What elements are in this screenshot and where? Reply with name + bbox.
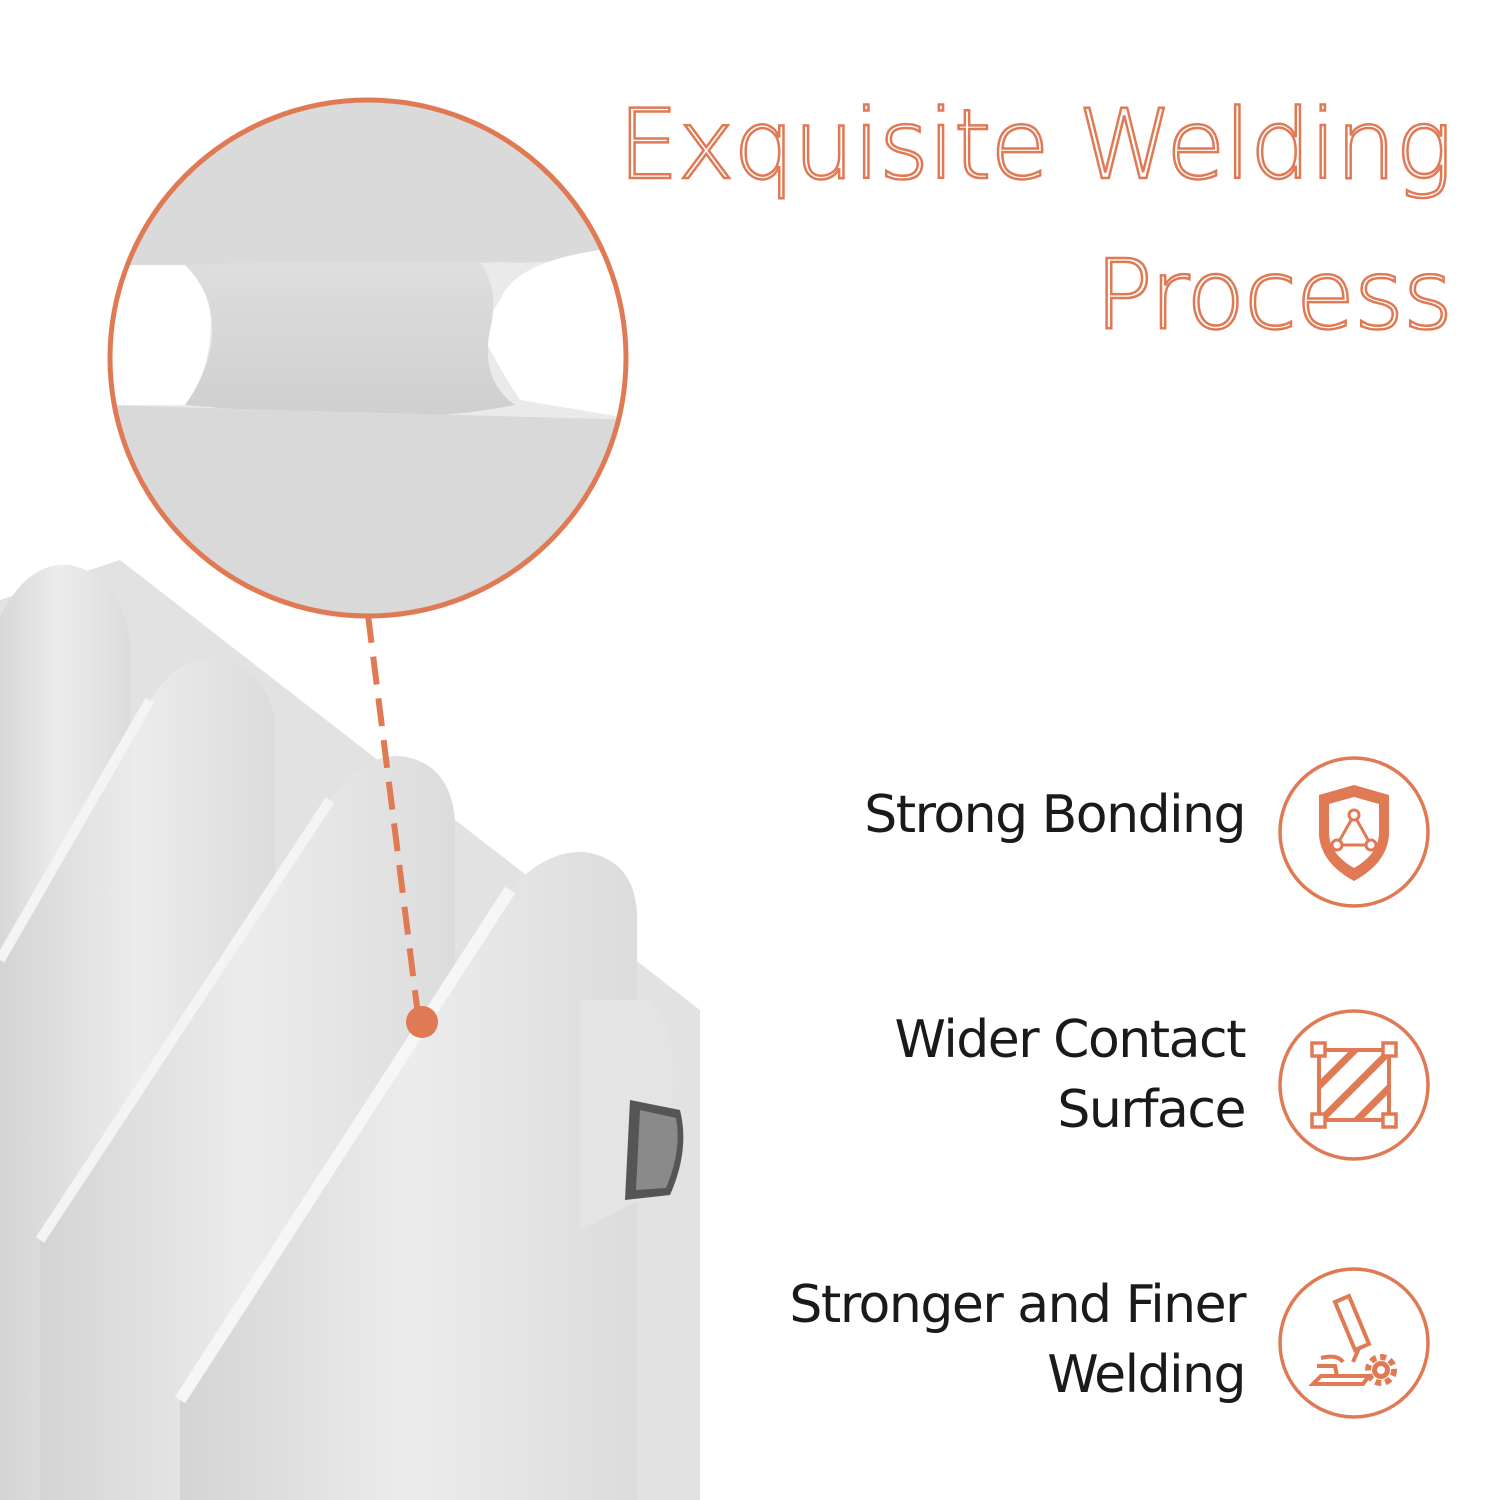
radiator-tube [174, 851, 637, 1500]
feature-finer-welding-label: Stronger and Finer Welding [789, 1275, 1246, 1405]
page-title-line-2: Process [1094, 238, 1455, 353]
page-title: Exquisite Welding Process [617, 70, 1455, 370]
weld-zoom-circle [107, 97, 629, 619]
shield-triangle-icon [1278, 756, 1430, 908]
feature-strong-bonding-label: Strong Bonding [864, 785, 1246, 845]
feature-wider-contact-label: Wider Contact Surface [894, 1010, 1247, 1140]
zoom-pointer-line [365, 614, 421, 1016]
microscope-gear-icon [1278, 1267, 1430, 1419]
radiator-valve [580, 1000, 684, 1230]
zoom-pointer-dot [406, 1006, 438, 1038]
hatched-square-icon [1278, 1009, 1430, 1161]
page-title-line-1: Exquisite Welding [617, 88, 1454, 203]
